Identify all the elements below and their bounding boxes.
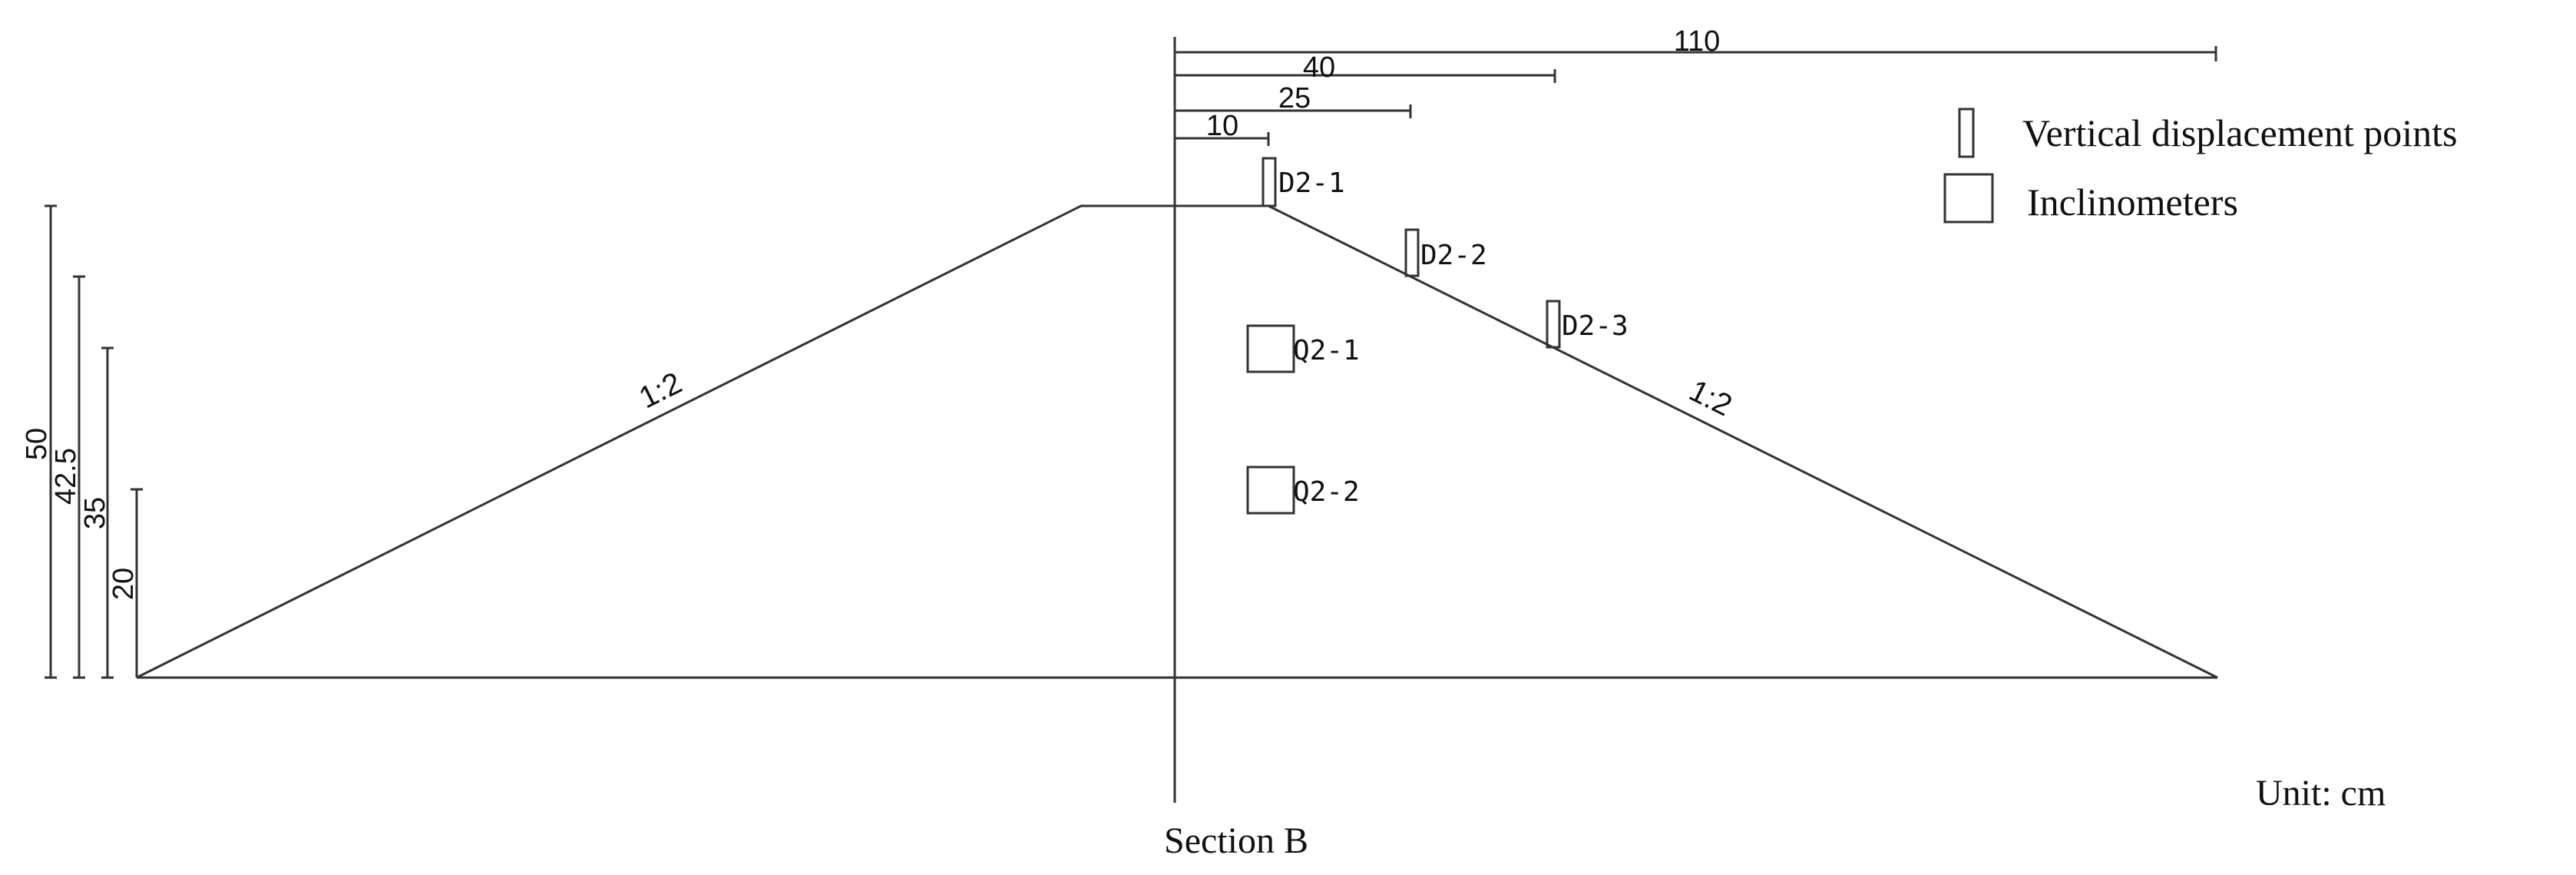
point-label-q2-2: Q2-2 xyxy=(1293,476,1360,508)
section-label: Section B xyxy=(1164,820,1308,861)
point-label-d2-2: D2-2 xyxy=(1420,240,1487,271)
inclinometer-marker-q2-2 xyxy=(1246,466,1295,515)
point-label-d2-1: D2-1 xyxy=(1278,167,1345,199)
unit-label: Unit: cm xyxy=(2256,773,2386,814)
horizontal-dimension-40 xyxy=(1175,69,1556,83)
point-label-d2-3: D2-3 xyxy=(1562,310,1629,342)
vertical-dimension-35 xyxy=(101,346,114,679)
legend-inclinometer-icon xyxy=(1943,173,1994,224)
dim-label-25: 25 xyxy=(1278,82,1311,114)
dim-label-20: 20 xyxy=(107,568,140,600)
horizontal-dimension-110 xyxy=(1175,46,2217,61)
dim-label-110: 110 xyxy=(1674,25,1721,58)
dim-label-50: 50 xyxy=(21,428,53,460)
dim-label-42-5: 42.5 xyxy=(50,448,82,505)
vertical-displacement-marker-d2-1 xyxy=(1262,157,1277,207)
horizontal-dimension-10 xyxy=(1175,132,1270,146)
point-label-q2-1: Q2-1 xyxy=(1293,335,1360,366)
dim-label-40: 40 xyxy=(1303,51,1335,84)
legend-inclinometer-label: Inclinometers xyxy=(2027,181,2238,224)
dim-label-10: 10 xyxy=(1206,110,1238,142)
vertical-dimension-20 xyxy=(131,488,143,678)
legend-vertical-displacement-label: Vertical displacement points xyxy=(2022,111,2458,154)
inclinometer-marker-q2-1 xyxy=(1246,324,1295,373)
vertical-displacement-marker-d2-3 xyxy=(1546,300,1561,349)
vertical-displacement-marker-d2-2 xyxy=(1404,228,1420,277)
horizontal-dimension-25 xyxy=(1175,104,1412,118)
dim-label-35: 35 xyxy=(79,497,111,529)
embankment-outline xyxy=(136,204,2218,679)
vertical-dimension-50 xyxy=(45,204,57,679)
vertical-dimension-42-5 xyxy=(73,275,85,679)
legend-vertical-displacement-icon xyxy=(1958,108,1975,158)
